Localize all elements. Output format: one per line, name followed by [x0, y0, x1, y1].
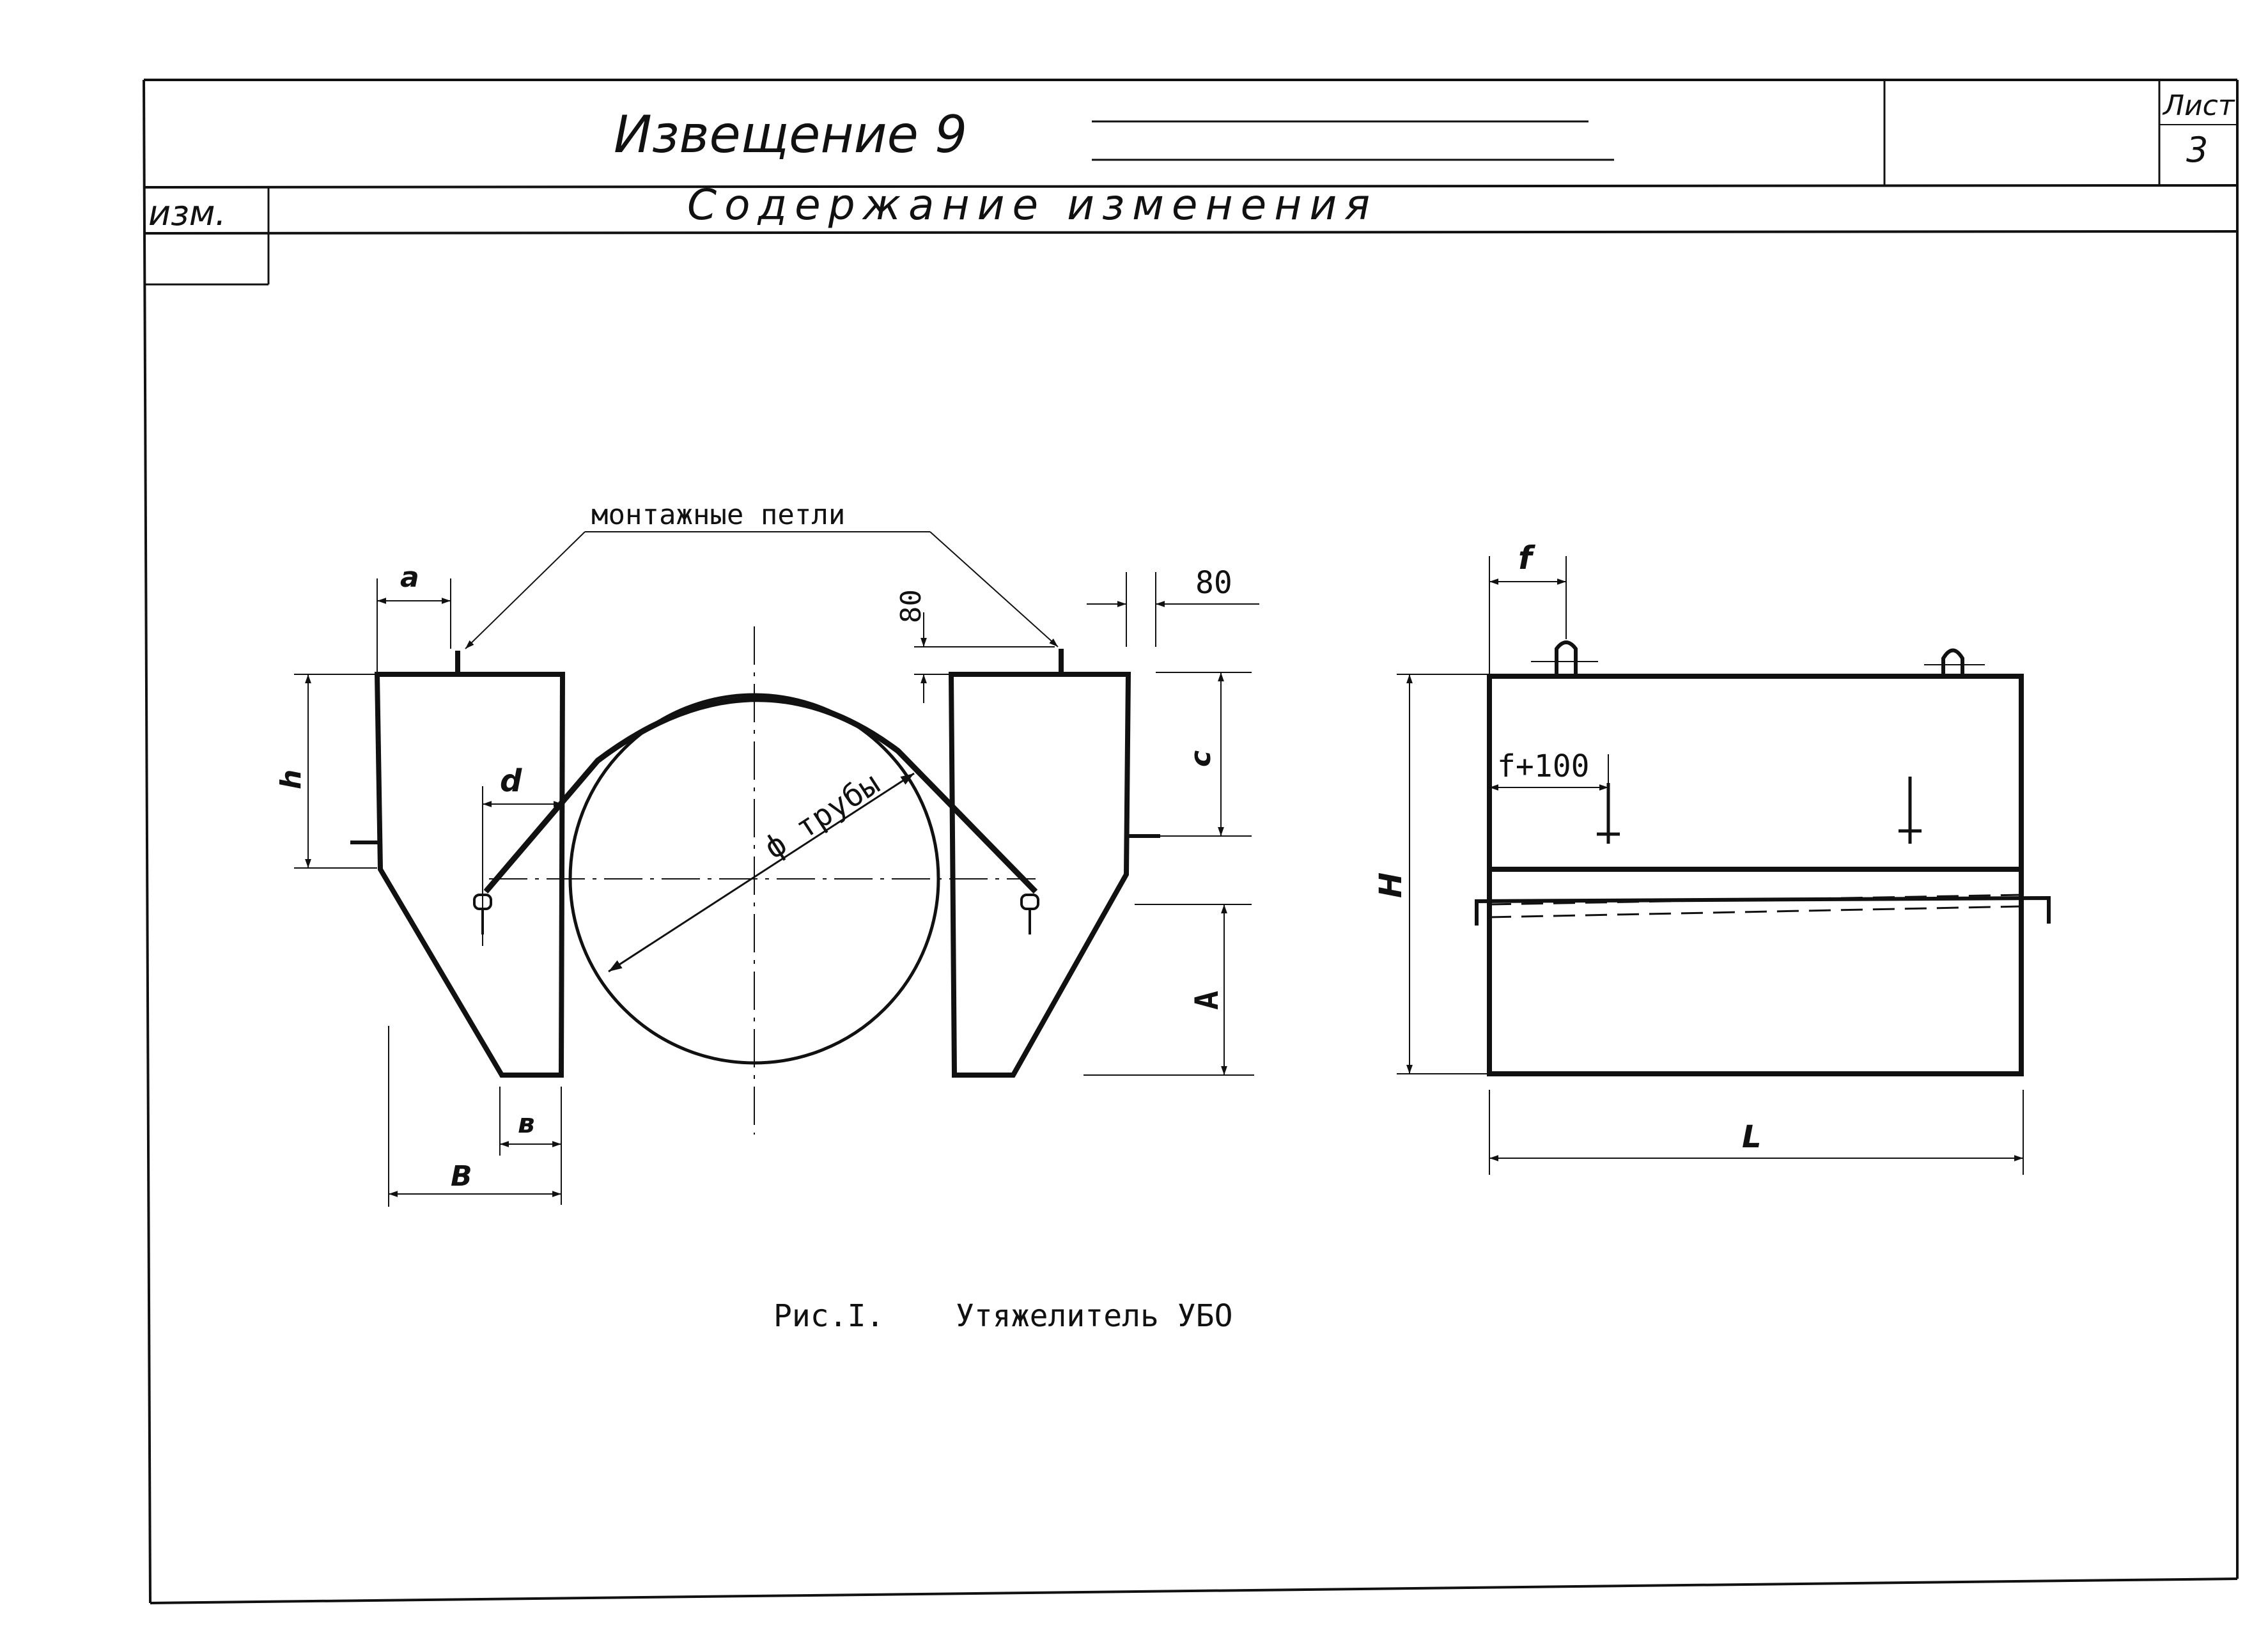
callout-mounting-loops: монтажные петли — [591, 499, 845, 531]
dim-label-d: d — [500, 763, 522, 799]
dimension-d — [482, 786, 563, 946]
sheet-label: Лист — [2162, 89, 2235, 122]
dim-label-f-plus-100: f+100 — [1497, 748, 1590, 784]
dimension-eighty-vertical — [914, 612, 1055, 703]
callout-leader-right — [929, 531, 1059, 647]
dimension-h — [294, 674, 377, 869]
figure-number: Рис.I. — [773, 1298, 884, 1334]
dim-label-H: H — [1373, 872, 1409, 898]
callout-leader-left — [465, 531, 586, 649]
notice-title: Извещение 9 — [614, 105, 967, 164]
dim-label-eighty-horizontal: 80 — [1195, 565, 1232, 601]
dim-label-B: В — [451, 1160, 472, 1193]
dimension-f-plus-100 — [1489, 754, 1609, 793]
figure-caption: Утяжелитель УБО — [956, 1298, 1232, 1334]
dimension-B — [388, 1026, 561, 1207]
dimension-L — [1489, 1090, 2024, 1175]
dimension-c — [1144, 672, 1252, 837]
right-weight-block — [948, 649, 1160, 1078]
dimension-eighty-horizontal — [1087, 572, 1259, 647]
strap-band — [483, 696, 1038, 894]
pipe-diameter-line — [608, 772, 915, 973]
dimension-f — [1489, 556, 1567, 674]
dimension-b-small — [499, 1087, 562, 1205]
dimension-A — [1084, 904, 1254, 1076]
sheet-number: 3 — [2186, 130, 2208, 170]
left-weight-block — [350, 651, 566, 1078]
dim-label-b-small: в — [518, 1108, 535, 1139]
dim-label-c: c — [1184, 750, 1217, 767]
dimension-a — [377, 578, 451, 672]
side-view-weight — [1475, 640, 2051, 1076]
dim-label-L: L — [1742, 1119, 1762, 1155]
dim-label-a: a — [400, 561, 419, 594]
sheet-frame — [143, 79, 2239, 1604]
revision-label: изм. — [148, 193, 226, 233]
dimension-H — [1397, 674, 1488, 1074]
dim-label-eighty-vertical: 80 — [895, 589, 928, 623]
content-heading: Содержание изменения — [687, 180, 1378, 229]
dim-label-f: f — [1518, 539, 1535, 577]
pipe-diameter-label: ф трубы — [758, 766, 886, 866]
dim-label-A: A — [1188, 991, 1225, 1010]
dim-label-h: h — [275, 770, 307, 789]
